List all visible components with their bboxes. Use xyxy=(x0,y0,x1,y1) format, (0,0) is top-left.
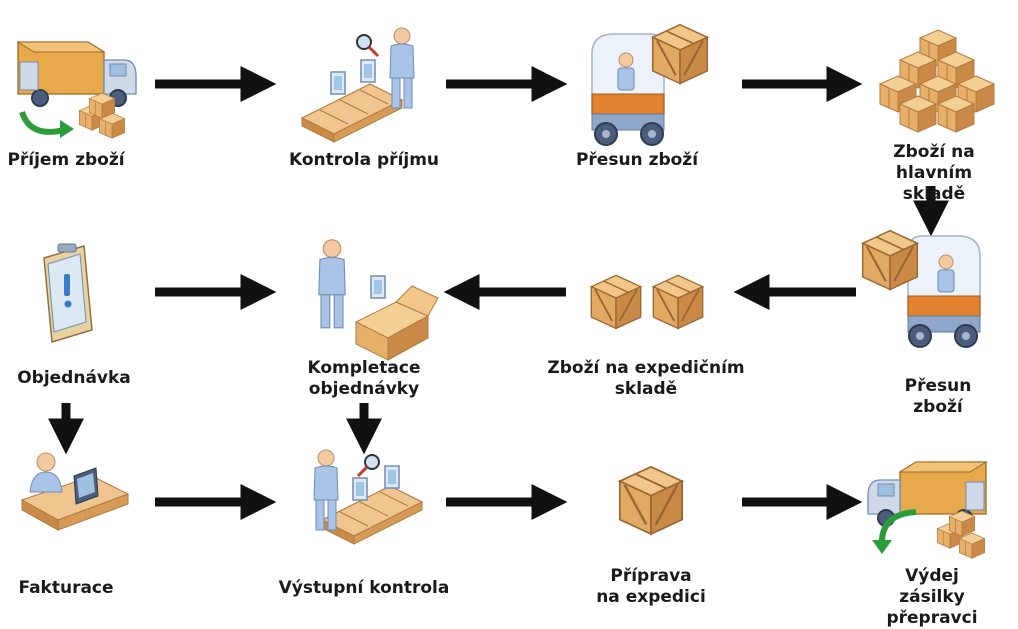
label-vystupni-kontrola: Výstupní kontrola xyxy=(278,578,450,598)
process-diagram xyxy=(17,23,995,559)
delivery-truck-unloading-icon xyxy=(17,41,137,139)
forklift-icon xyxy=(591,23,709,146)
inspection-conveyor-icon-2 xyxy=(313,449,423,545)
label-zbozi-expedicni-sklad: Zboží na expedičním skladě xyxy=(547,358,745,399)
label-presun-zbozi-1: Přesun zboží xyxy=(575,150,699,170)
flow-arrows xyxy=(48,66,949,520)
label-objednavka: Objednávka xyxy=(17,368,131,388)
label-prijem-zbozi: Příjem zboží xyxy=(7,150,125,170)
invoicing-workstation-icon xyxy=(20,452,130,531)
delivery-truck-loading-icon xyxy=(867,461,987,559)
label-kompletace-objednavky: Kompletace objednávky xyxy=(307,358,421,399)
label-fakturace: Fakturace xyxy=(18,578,114,598)
stacked-boxes-icon xyxy=(879,29,995,133)
crates-icon xyxy=(590,274,704,330)
label-kontrola-prijmu: Kontrola příjmu xyxy=(288,150,440,170)
label-presun-zbozi-2: Přesun zboží xyxy=(904,376,972,417)
crate-icon xyxy=(618,465,684,536)
label-zbozi-hlavni-sklad: Zboží na hlavním skladě xyxy=(893,142,975,204)
inspection-conveyor-icon xyxy=(301,27,415,143)
label-vydej-zasilky: Výdej zásilky přepravci xyxy=(886,566,978,628)
label-priprava-na-expedici: Příprava na expedici xyxy=(596,566,706,607)
forklift-icon-2 xyxy=(861,229,981,348)
order-clipboard-icon xyxy=(43,243,93,343)
worker-packing-icon xyxy=(318,239,439,361)
